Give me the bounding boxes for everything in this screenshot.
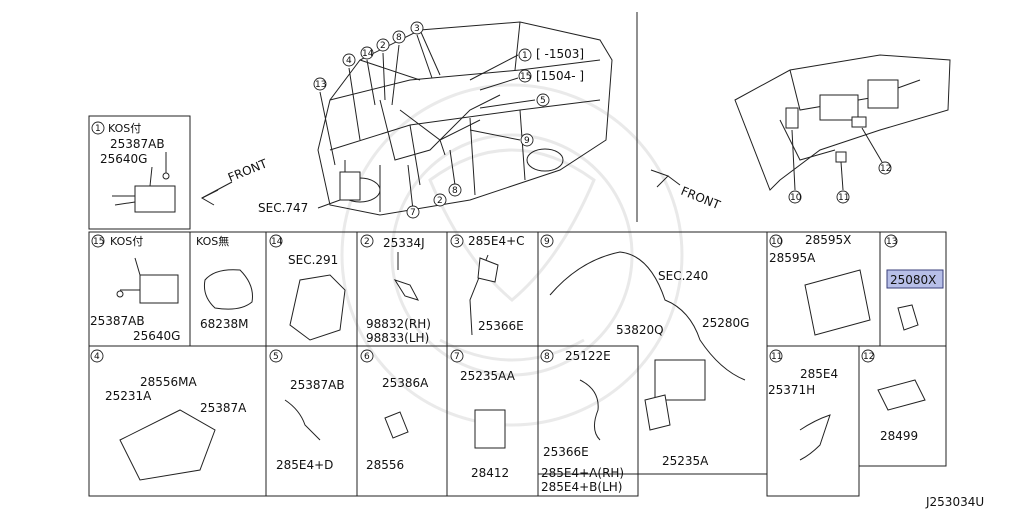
diagram-code: J253034U [925,495,984,509]
box-11: 11 285E4 25371H [766,345,860,497]
svg-text:1: 1 [95,124,101,134]
svg-text:2: 2 [437,196,443,206]
box10-part-28595x: 28595X [805,233,851,247]
box9-part-25280g: 25280G [702,316,749,330]
svg-text:4: 4 [346,56,352,66]
svg-text:4: 4 [94,352,100,362]
box-8: 8 25122E 25366E 285E4+A(RH) 285E4+B(LH) [537,345,639,497]
svg-text:2: 2 [364,237,370,247]
box-2: 2 25334J 98832(RH) 98833(LH) [356,231,448,347]
svg-text:1: 1 [522,51,528,61]
svg-text:8: 8 [452,186,458,196]
svg-text:7: 7 [410,208,416,218]
svg-text:15: 15 [520,72,531,82]
svg-text:9: 9 [544,237,550,247]
svg-text:7: 7 [454,352,460,362]
box15b-head: KOS無 [196,234,229,248]
svg-text:14: 14 [362,49,374,59]
svg-text:3: 3 [454,237,460,247]
box4-part-25231a: 25231A [105,389,152,403]
box5-part-285e4d: 285E4+D [276,458,333,472]
svg-text:5: 5 [273,352,279,362]
box-9: 9 SEC.240 53820Q 25280G 25235A [537,231,768,475]
svg-text:13: 13 [315,80,326,90]
box15-part-68238m: 68238M [200,317,249,331]
svg-text:10: 10 [790,193,802,203]
box15-part-25640g: 25640G [133,329,180,343]
box10-part-28595a: 28595A [769,251,816,265]
box4-part-28556ma: 28556MA [140,375,198,389]
svg-text:13: 13 [886,237,897,247]
box4-part-25387a: 25387A [200,401,247,415]
svg-text:11: 11 [771,352,782,362]
box8-part-25122e: 25122E [565,349,611,363]
front-arrow-left-icon [200,181,233,206]
box11-part-25371h: 25371H [768,383,815,397]
box13-part-25080x: 25080X [890,273,936,287]
sec747-label: SEC.747 [258,201,308,215]
box3-part-285e4c: 285E4+C [468,234,525,248]
box1-part-25387ab: 25387AB [110,137,165,151]
box6-part-25386a: 25386A [382,376,429,390]
box11-part-285e4: 285E4 [800,367,838,381]
box9-part-25235a: 25235A [662,454,709,468]
callout-15-range: [1504- ] [536,69,584,83]
box15-head: KOS付 [110,235,143,248]
svg-text:9: 9 [524,136,530,146]
box2-part-98832: 98832(RH) [366,317,431,331]
box-5: 5 25387AB 285E4+D [265,345,358,497]
callout-1-range: [ -1503] [536,47,584,61]
box-6: 6 25386A 28556 [356,345,448,497]
svg-text:14: 14 [271,237,283,247]
box7-part-25235aa: 25235AA [460,369,516,383]
front-label-left: FRONT [226,156,270,185]
front-arrow-right-icon [650,169,681,188]
box-10: 10 28595X 28595A [766,231,881,347]
svg-text:12: 12 [863,352,874,362]
box2-part-25334j: 25334J [383,236,425,250]
box-12: 12 28499 [858,345,947,467]
svg-text:5: 5 [540,96,546,106]
svg-text:10: 10 [771,237,783,247]
van-leader-lines [319,34,536,211]
box8-part-285e4b: 285E4+B(LH) [541,480,622,494]
svg-text:8: 8 [396,33,402,43]
box-7: 7 25235AA 28412 [446,345,539,497]
highlighted-part-25080x [886,269,944,289]
svg-text:11: 11 [838,193,849,203]
box-13: 13 25080X [879,231,947,347]
box14-sec291: SEC.291 [288,253,338,267]
box8-part-25366e: 25366E [543,445,589,459]
dashboard-illustration: 10 11 12 [734,54,951,204]
box-15-no-kos: KOS無 68238M [189,231,267,347]
van-callouts: 3 8 2 14 4 13 1 15 5 9 8 2 7 [313,21,550,219]
box2-part-98833: 98833(LH) [366,331,429,345]
box7-part-28412: 28412 [471,466,509,480]
box8-part-285e4a: 285E4+A(RH) [541,466,624,480]
box-15-kos: 15 KOS付 25387AB 25640G [88,231,191,347]
box-4: 4 28556MA 25231A 25387A [88,345,267,497]
front-label-right: FRONT [679,184,723,213]
box-3: 3 285E4+C 25366E [446,231,539,347]
svg-text:12: 12 [880,164,891,174]
box1-head: KOS付 [108,122,141,135]
svg-text:2: 2 [380,41,386,51]
svg-text:6: 6 [364,352,370,362]
box-1-kos: 1 KOS付 25387AB 25640G [88,115,191,230]
box9-part-53820q: 53820Q [616,323,664,337]
box5-part-25387ab: 25387AB [290,378,345,392]
box9-sec240: SEC.240 [658,269,708,283]
box15-part-25387ab: 25387AB [90,314,145,328]
box6-part-28556: 28556 [366,458,404,472]
box12-part-28499: 28499 [880,429,918,443]
svg-text:15: 15 [93,237,104,247]
box1-part-25640g: 25640G [100,152,147,166]
box3-part-25366e: 25366E [478,319,524,333]
svg-text:8: 8 [544,352,550,362]
svg-text:3: 3 [414,24,420,34]
